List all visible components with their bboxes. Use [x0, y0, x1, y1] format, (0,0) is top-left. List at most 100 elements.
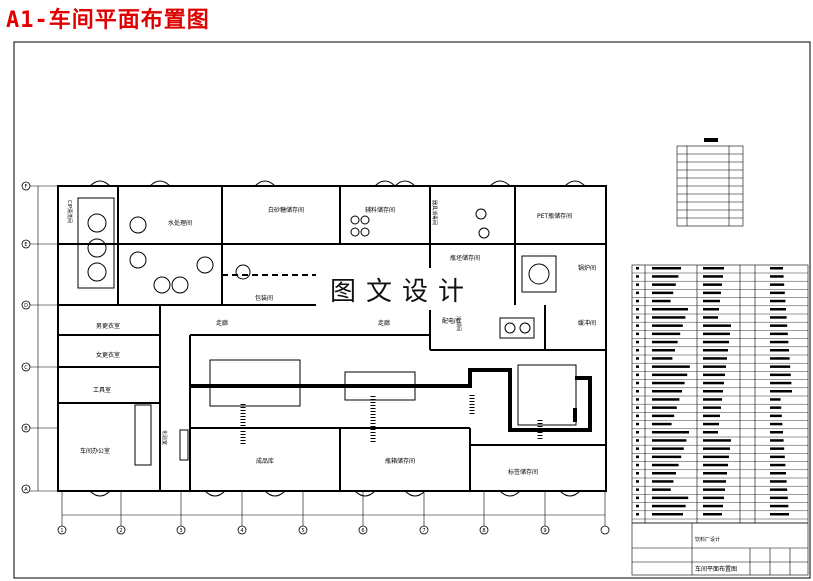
table-index-mark — [636, 373, 639, 377]
table-cell-mark — [703, 308, 719, 311]
table-index-mark — [636, 324, 639, 327]
table-cell-mark — [770, 291, 785, 295]
conveyor-hatch — [240, 395, 543, 446]
table-index-mark — [636, 275, 639, 278]
table-cell-mark — [652, 316, 686, 319]
table-index-mark — [636, 455, 639, 459]
table-cell-mark — [652, 414, 675, 418]
table-index-mark — [636, 488, 639, 491]
table-cell-mark — [652, 357, 673, 360]
table-cell-mark — [703, 291, 721, 295]
room-label-corridor: 走廊 — [216, 319, 228, 327]
title-block-project: 饮料厂设计 — [695, 536, 720, 543]
table-cell-mark — [652, 488, 671, 491]
drawing-border — [13, 41, 811, 579]
table-index-mark — [636, 447, 639, 450]
room-label-cooling: 冷却间 — [455, 316, 462, 331]
axis-row-label: A — [24, 487, 28, 493]
table-index-mark — [636, 472, 639, 475]
table-cell-mark — [770, 340, 789, 344]
axis-row-label: F — [25, 184, 28, 190]
table-cell-mark — [770, 472, 786, 475]
table-cell-mark — [703, 373, 725, 377]
table-cell-mark — [652, 283, 676, 286]
table-cell-mark — [703, 480, 726, 483]
table-cell-mark — [703, 431, 718, 434]
room-label-corridor: 走廊 — [378, 319, 390, 327]
table-index-mark — [636, 513, 639, 516]
table-cell-mark — [703, 390, 723, 393]
table-cell-mark — [770, 447, 785, 450]
table-cell-mark — [770, 324, 788, 327]
table-cell-mark — [703, 349, 728, 352]
room-label-water: 水处理间 — [168, 219, 192, 227]
table-index-mark — [636, 365, 639, 368]
table-cell-mark — [652, 349, 675, 352]
table-cell-mark — [652, 324, 683, 327]
table-cell-mark — [652, 455, 682, 459]
conveyor — [190, 368, 592, 432]
table-cell-mark — [770, 513, 789, 516]
table-cell-mark — [652, 463, 679, 467]
axis-col-label: 1 — [60, 528, 63, 534]
axis-col-label: 3 — [179, 528, 182, 534]
table-cell-mark — [770, 283, 785, 286]
table-cell-mark — [652, 332, 681, 336]
table-cell-mark — [703, 513, 722, 516]
equipment-list-rows — [632, 272, 808, 520]
table-cell-mark — [703, 447, 730, 450]
room-label-change-men: 男更衣室 — [96, 322, 120, 330]
table-cell-mark — [652, 422, 672, 426]
table-cell-mark — [770, 398, 781, 401]
table-cell-mark — [652, 299, 671, 303]
room-label-boiler: 锅炉间 — [578, 264, 596, 272]
table-cell-mark — [703, 472, 727, 475]
table-cell-mark — [703, 324, 731, 327]
windows — [89, 180, 586, 497]
table-cell-mark — [770, 390, 792, 393]
room-label-bottle-store: 瓶箱储存间 — [385, 457, 415, 465]
table-cell-mark — [770, 357, 790, 360]
room-label-product: 成品库 — [256, 457, 274, 465]
table-index-mark — [636, 496, 639, 500]
title-block — [631, 522, 809, 576]
title-block-drawing: 车间平面布置图 — [695, 565, 737, 573]
table-index-mark — [636, 439, 639, 442]
table-cell-mark — [652, 406, 677, 409]
table-index-mark — [636, 332, 639, 336]
room-label-sterilize: 器具消毒间 — [431, 200, 438, 225]
equipment-list — [631, 264, 809, 524]
table-index-mark — [636, 431, 639, 434]
building-walls — [57, 185, 607, 492]
table-cell-mark — [652, 439, 687, 442]
table-index-mark — [636, 414, 639, 418]
legend-title-bar — [704, 138, 718, 142]
table-cell-mark — [703, 365, 726, 368]
table-index-mark — [636, 480, 639, 483]
table-index-mark — [636, 340, 639, 344]
table-cell-mark — [652, 431, 689, 434]
table-index-mark — [636, 398, 639, 401]
room-label-pet-store: PET瓶储存间 — [537, 212, 572, 220]
table-cell-mark — [770, 488, 788, 491]
axis-col-label: 2 — [119, 528, 122, 534]
axis-row-label: D — [24, 303, 28, 309]
room-label-packing: 包装间 — [255, 294, 273, 302]
table-cell-mark — [703, 406, 721, 409]
table-cell-mark — [703, 414, 720, 418]
table-cell-mark — [703, 340, 729, 344]
room-label-pet-feed: 瓶坯储存间 — [450, 254, 480, 262]
table-cell-mark — [703, 275, 723, 278]
table-cell-mark — [652, 390, 682, 393]
table-index-mark — [636, 349, 639, 352]
table-cell-mark — [770, 480, 787, 483]
axis-col-label: 5 — [301, 528, 304, 534]
table-cell-mark — [652, 447, 684, 450]
table-cell-mark — [703, 455, 729, 459]
table-cell-mark — [703, 381, 724, 385]
table-cell-mark — [770, 496, 788, 500]
axis-row-label: B — [24, 426, 28, 432]
table-index-mark — [636, 390, 639, 393]
table-cell-mark — [770, 381, 792, 385]
